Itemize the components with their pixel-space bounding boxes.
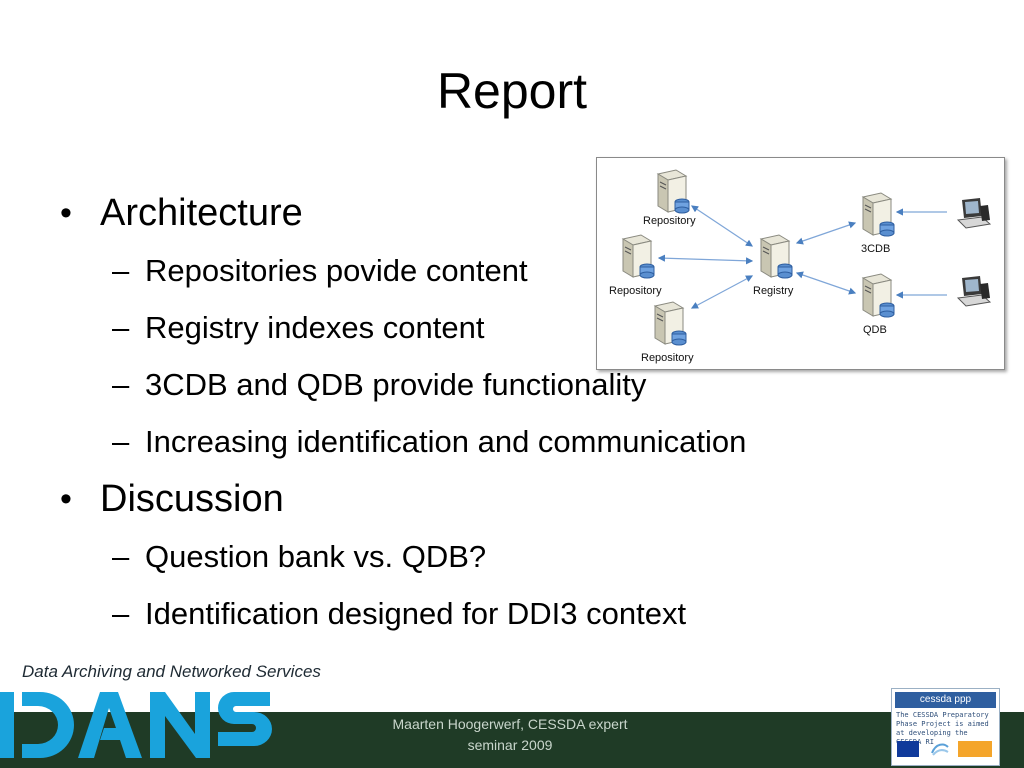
subbullet-text: Identification designed for DDI3 context [145, 596, 687, 631]
server-icon [656, 169, 690, 214]
dash-icon: – [112, 424, 130, 459]
repository-label: Repository [609, 285, 662, 297]
cessda-title: cessda ppp [895, 692, 996, 708]
subbullet-text: Increasing identification and communicat… [145, 424, 747, 459]
slide-title: Report [436, 63, 588, 119]
credit-line-2: seminar 2009 [467, 737, 553, 753]
bullet-dot-icon: • [60, 194, 72, 232]
computer-icon [956, 276, 992, 307]
subbullet: –Question bank vs. QDB? [60, 534, 960, 591]
subbullet-text: 3CDB and QDB provide functionality [145, 367, 647, 402]
subbullet: –Increasing identification and communica… [60, 419, 960, 476]
cessda-logo: cessda ppp The CESSDA Preparatory Phase … [891, 688, 1000, 766]
computer-icon [956, 198, 992, 229]
subbullet-text: Registry indexes content [145, 310, 485, 345]
bullet-architecture: • Architecture [60, 190, 960, 248]
dash-icon: – [112, 310, 130, 345]
server-icon [653, 301, 687, 346]
3cdb-label: 3CDB [861, 243, 891, 255]
repository-label: Repository [643, 215, 696, 227]
repository-label: Repository [641, 352, 694, 364]
eu-flag-icon [897, 741, 919, 757]
fp7-logo-icon [931, 743, 949, 756]
architecture-diagram: Repository Repository Repository Registr… [596, 157, 1005, 370]
subbullet-text: Repositories povide content [145, 253, 528, 288]
subbullet-text: Question bank vs. QDB? [145, 539, 487, 574]
dans-tagline: Data Archiving and Networked Services [22, 662, 321, 681]
server-icon [861, 273, 895, 318]
credit-line-1: Maarten Hoogerwerf, CESSDA expert [392, 716, 628, 732]
presenter-credit: Maarten Hoogerwerf, CESSDA expert semina… [370, 714, 650, 756]
qdb-label: QDB [863, 324, 887, 336]
server-icon [621, 234, 655, 279]
subbullet: –3CDB and QDB provide functionality [60, 362, 960, 419]
diagram-connections [657, 205, 947, 309]
bullet-discussion: • Discussion [60, 476, 960, 534]
subbullet: –Repositories povide content [60, 248, 960, 305]
bullet-dot-icon: • [60, 480, 72, 518]
subbullet: –Identification designed for DDI3 contex… [60, 591, 960, 648]
dash-icon: – [112, 253, 130, 288]
dash-icon: – [112, 596, 130, 631]
bullet-text: Architecture [100, 192, 303, 234]
bullet-text: Discussion [100, 478, 284, 520]
bullet-list: •Architecture –Repositories povide conte… [60, 190, 960, 648]
server-icon [759, 234, 793, 279]
subbullet: –Registry indexes content [60, 305, 960, 362]
registry-label: Registry [753, 285, 794, 297]
dash-icon: – [112, 539, 130, 574]
server-icon [861, 192, 895, 237]
dash-icon: – [112, 367, 130, 402]
dans-logo [0, 692, 272, 758]
partner-logo-icon [958, 741, 992, 757]
